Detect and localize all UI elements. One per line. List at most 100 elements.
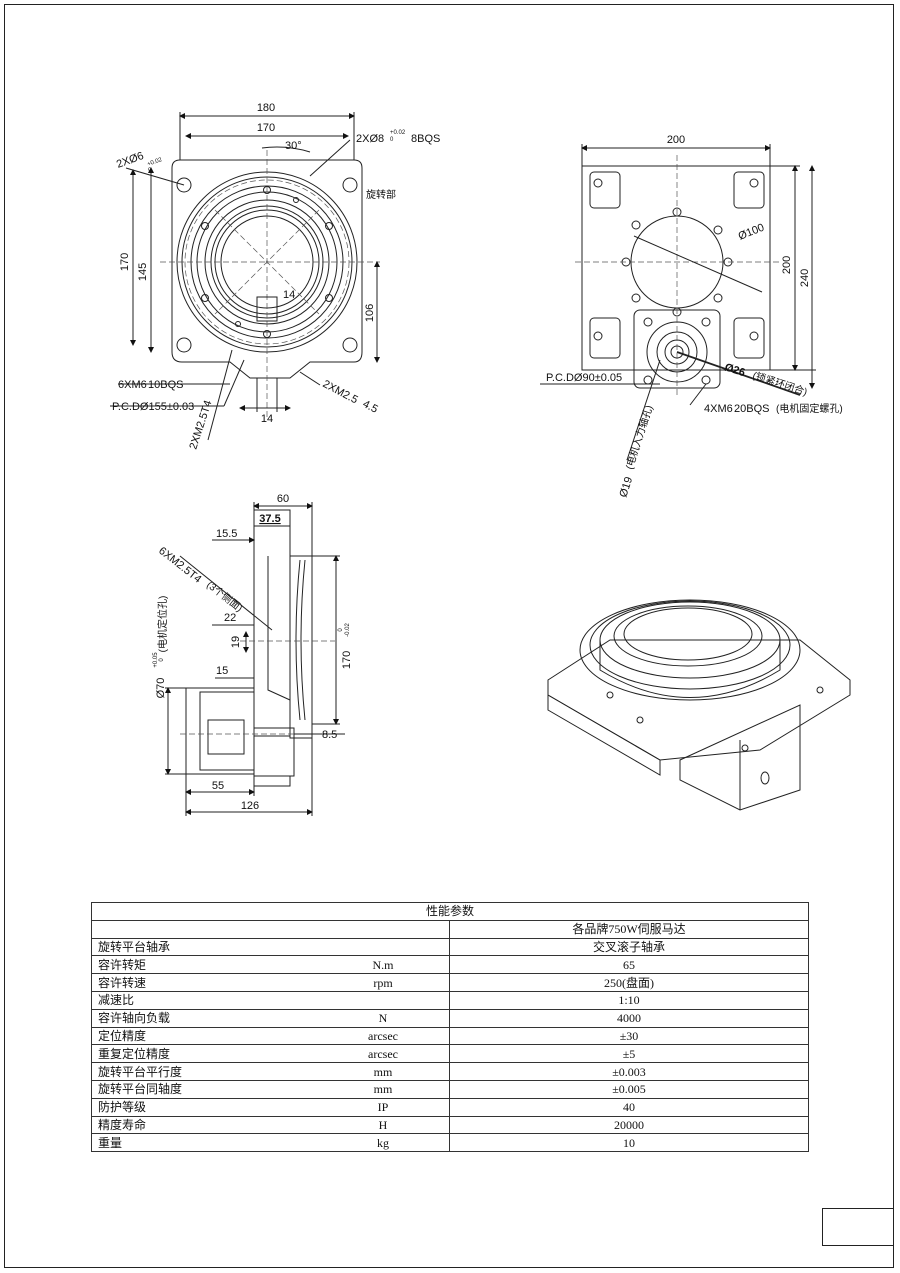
table-row: 旋转平台平行度 mm ±0.003 <box>91 1062 809 1081</box>
dim-dowel-depth: 8BQS <box>411 133 440 145</box>
row-value: 10 <box>449 1133 809 1153</box>
motor-view <box>540 144 816 461</box>
dim-side-part: 37.5 <box>259 513 280 525</box>
table-row: 旋转平台同轴度 mm ±0.005 <box>91 1079 809 1099</box>
table-header-blank <box>91 919 450 939</box>
title-block <box>822 1208 894 1246</box>
label-motor-shaft-note: (电机入力轴孔) <box>622 404 655 471</box>
dim-side-19: 19 <box>230 636 242 648</box>
dim-top-angle: 30° <box>285 140 302 152</box>
dim-side-total: 60 <box>277 493 289 505</box>
dim-top-width-inner: 170 <box>257 122 275 134</box>
drawing-frame <box>4 4 894 1268</box>
dim-motor-circle: Ø100 <box>737 222 766 243</box>
label-side-thread: 6XM2.5T4 <box>156 545 203 586</box>
row-name: 定位精度 <box>91 1026 317 1046</box>
row-value: 40 <box>449 1097 809 1117</box>
dim-left-height-inner: 145 <box>137 263 149 281</box>
dim-side-170: 170 <box>341 651 353 669</box>
isometric-view <box>547 599 851 811</box>
label-motor-screws-depth: 20BQS <box>734 403 769 415</box>
row-unit: N <box>317 1008 450 1028</box>
table-row: 防护等级 IP 40 <box>91 1097 809 1117</box>
performance-table: 性能参数 各品牌750W伺服马达 旋转平台轴承 交叉滚子轴承 容许转矩 N.m … <box>91 902 809 1153</box>
label-motor-bore: Ø26 <box>723 361 746 379</box>
row-value: ±0.005 <box>449 1079 809 1099</box>
row-value: 20000 <box>449 1115 809 1135</box>
row-name: 旋转平台平行度 <box>91 1062 317 1081</box>
table-row: 旋转平台轴承 交叉滚子轴承 <box>91 937 809 957</box>
table-row: 容许转矩 N.m 65 <box>91 955 809 975</box>
row-name: 旋转平台轴承 <box>91 937 317 957</box>
row-name: 精度寿命 <box>91 1115 317 1135</box>
dim-bottom: 14 <box>261 413 273 425</box>
label-side-thread-note: (3个侧面) <box>204 578 245 614</box>
row-value: 1:10 <box>449 990 809 1010</box>
technical-drawing: 180 170 30° 2XØ8 +0.02 0 8BQS 2XØ6 +0.02… <box>110 102 851 816</box>
label-thread-b: 2XM2.5 <box>321 378 360 406</box>
row-unit <box>317 990 450 1010</box>
row-value: ±5 <box>449 1044 809 1064</box>
dim-left-hole: 2XØ6 <box>115 150 146 171</box>
table-row: 容许转速 rpm 250(盘面) <box>91 973 809 992</box>
dim-side-phi70-sub: 0 <box>159 658 165 662</box>
row-unit: H <box>317 1115 450 1135</box>
row-unit: rpm <box>317 973 450 992</box>
dim-dowel-tol-sup: +0.02 <box>390 130 406 136</box>
row-name: 旋转平台同轴度 <box>91 1079 317 1099</box>
label-side-phi70-note: (电机定位孔) <box>156 596 169 653</box>
dim-dowel-label: 2XØ8 <box>356 133 384 145</box>
row-unit: mm <box>317 1079 450 1099</box>
dim-side-170-tol: -0.02 <box>345 623 351 637</box>
row-name: 容许轴向负载 <box>91 1008 317 1028</box>
row-unit <box>317 937 450 957</box>
row-value: 交叉滚子轴承 <box>449 937 809 957</box>
dim-side-55: 55 <box>212 780 224 792</box>
table-row: 容许轴向负载 N 4000 <box>91 1008 809 1028</box>
table-title: 性能参数 <box>91 902 809 921</box>
label-motor-pcd: P.C.DØ90±0.05 <box>546 372 622 384</box>
row-unit: arcsec <box>317 1026 450 1046</box>
dim-side-170-tol0: 0 <box>338 628 344 632</box>
dim-side-phi70-sup: +0.05 <box>153 652 159 668</box>
dim-left-hole-tol-sup: +0.02 <box>147 157 164 168</box>
dim-side-8-5: 8.5 <box>322 729 337 741</box>
row-name: 重复定位精度 <box>91 1044 317 1064</box>
dim-side-22: 22 <box>224 612 236 624</box>
row-name: 减速比 <box>91 990 317 1010</box>
row-unit: mm <box>317 1062 450 1081</box>
table-row: 精度寿命 H 20000 <box>91 1115 809 1135</box>
label-pcd: P.C.DØ155±0.03 <box>112 401 194 413</box>
dim-left-hole-tol-sub: 0 <box>148 167 154 174</box>
row-value: ±30 <box>449 1026 809 1046</box>
dim-left-height-outer: 170 <box>119 253 131 271</box>
dim-side-15-5: 15.5 <box>216 528 237 540</box>
table-row: 重复定位精度 arcsec ±5 <box>91 1044 809 1064</box>
label-motor-shaft: Ø19 <box>617 475 635 498</box>
side-view <box>165 502 345 816</box>
label-motor-screws-note: (电机固定螺孔) <box>776 402 843 415</box>
dim-motor-height-outer: 240 <box>799 269 811 287</box>
label-thread-b-depth: 4.5 <box>361 398 380 416</box>
dim-right-height: 106 <box>364 304 376 322</box>
front-view <box>110 112 380 441</box>
row-value: ±0.003 <box>449 1062 809 1081</box>
row-name: 容许转矩 <box>91 955 317 975</box>
label-motor-bore-note: (锁紧环闭合) <box>751 368 809 398</box>
row-unit: IP <box>317 1097 450 1117</box>
row-name: 防护等级 <box>91 1097 317 1117</box>
dim-side-phi70: Ø70 <box>155 678 167 699</box>
label-screw-1-depth: 10BQS <box>148 379 183 391</box>
row-unit: N.m <box>317 955 450 975</box>
dim-dowel-tol-sub: 0 <box>390 137 394 143</box>
table-row: 重量 kg 10 <box>91 1133 809 1153</box>
dim-side-126: 126 <box>241 800 259 812</box>
row-unit: kg <box>317 1133 450 1153</box>
row-value: 250(盘面) <box>449 973 809 992</box>
row-name: 容许转速 <box>91 973 317 992</box>
row-name: 重量 <box>91 1133 317 1153</box>
dim-side-15: 15 <box>216 665 228 677</box>
table-row: 定位精度 arcsec ±30 <box>91 1026 809 1046</box>
row-value: 65 <box>449 955 809 975</box>
dim-motor-height-inner: 200 <box>781 256 793 274</box>
